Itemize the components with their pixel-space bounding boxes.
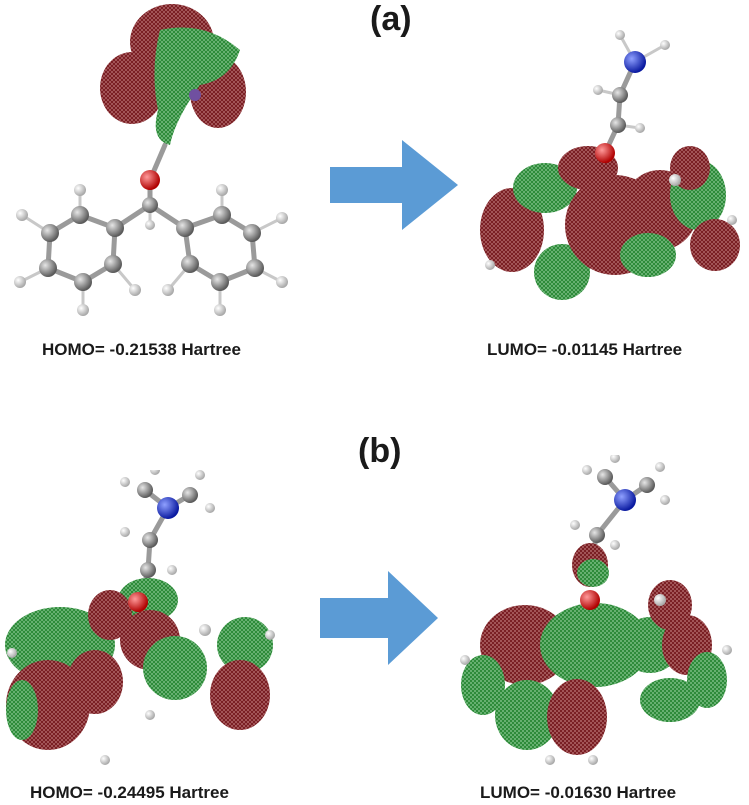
panel-label-a: (a): [370, 0, 412, 38]
right-arrow-icon: [330, 140, 458, 230]
homo-orbital-a: [14, 4, 288, 316]
lumo-orbital-b: [460, 455, 732, 765]
right-arrow-icon: [320, 571, 438, 665]
lumo-caption-a: LUMO= -0.01145 Hartree: [487, 340, 683, 359]
panel-label-b: (b): [358, 432, 402, 470]
lumo-orbital-a: [480, 30, 740, 300]
homo-caption-a: HOMO= -0.21538 Hartree: [42, 340, 241, 359]
lumo-caption-b: LUMO= -0.01630 Hartree: [480, 783, 677, 802]
homo-orbital-b: [5, 470, 275, 765]
homo-caption-b: HOMO= -0.24495 Hartree: [30, 783, 229, 802]
